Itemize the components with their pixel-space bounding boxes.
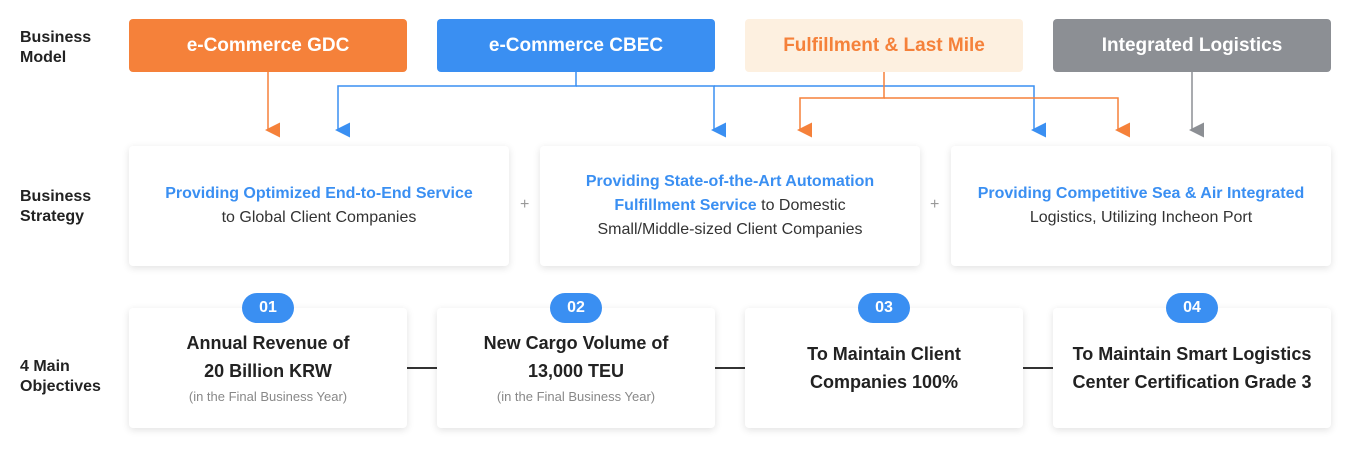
row-label-business-strategy: Business Strategy (20, 188, 92, 225)
objective-card-1: Annual Revenue of 20 Billion KRW (in the… (129, 308, 407, 428)
strategy-highlight: Providing Optimized End-to-End Service (165, 185, 473, 202)
strategy-text: to Global Client Companies (221, 209, 417, 226)
objective-title-line1: New Cargo Volume of (483, 333, 669, 353)
arrow-fulfillment-to-strategy3 (884, 97, 1130, 138)
strategy-highlight: Fulfillment Service (614, 197, 757, 214)
strategy-highlight: Providing State-of-the-Art Automation (585, 173, 875, 190)
arrow-cbec-to-strategy3 (714, 85, 1046, 138)
model-label: e-Commerce CBEC (488, 34, 664, 56)
model-label: Integrated Logistics (1101, 34, 1283, 56)
strategy-card-1: Providing Optimized End-to-End Service t… (129, 146, 509, 266)
strategy-text: Logistics, Utilizing Incheon Port (1029, 209, 1253, 226)
objective-connector (407, 367, 437, 369)
objective-number-badge: 03 (858, 293, 910, 323)
strategy-text: to Domestic (756, 197, 846, 214)
objective-note: (in the Final Business Year) (188, 389, 348, 404)
row-label-main-objectives: 4 Main Objectives (20, 358, 101, 395)
model-label: Fulfillment & Last Mile (783, 34, 985, 56)
objective-title-line1: Annual Revenue of (186, 333, 350, 353)
plus-sign: + (520, 196, 530, 213)
strategy-line-2: Fulfillment Service to Domestic (614, 194, 845, 218)
objective-connector (715, 367, 745, 369)
plus-sign: + (930, 196, 940, 213)
objective-card-4: To Maintain Smart Logistics Center Certi… (1053, 308, 1331, 428)
arrow-cbec-to-strategy2 (576, 85, 726, 138)
objective-number-badge: 01 (242, 293, 294, 323)
model-ecommerce-gdc: e-Commerce GDC (129, 19, 407, 72)
objective-title-line1: To Maintain Client (807, 344, 961, 364)
strategy-text: Small/Middle-sized Client Companies (597, 221, 863, 238)
objective-connector (1023, 367, 1053, 369)
model-integrated-logistics: Integrated Logistics (1053, 19, 1331, 72)
objective-title-line1: To Maintain Smart Logistics (1072, 344, 1312, 364)
strategy-highlight: Providing Competitive Sea & Air Integrat… (977, 185, 1305, 202)
strategy-card-3: Providing Competitive Sea & Air Integrat… (951, 146, 1331, 266)
model-label: e-Commerce GDC (186, 34, 350, 56)
strategy-card-2: Providing State-of-the-Art Automation Fu… (540, 146, 920, 266)
objective-number-badge: 02 (550, 293, 602, 323)
objective-title-line2: 13,000 TEU (527, 361, 625, 381)
objective-card-2: New Cargo Volume of 13,000 TEU (in the F… (437, 308, 715, 428)
model-fulfillment-last-mile: Fulfillment & Last Mile (745, 19, 1023, 72)
objective-number-badge: 04 (1166, 293, 1218, 323)
model-ecommerce-cbec: e-Commerce CBEC (437, 19, 715, 72)
objective-title-line2: 20 Billion KRW (204, 361, 332, 381)
objective-title-line2: Companies 100% (809, 372, 959, 392)
objective-card-3: To Maintain Client Companies 100% (745, 308, 1023, 428)
objective-note: (in the Final Business Year) (496, 389, 656, 404)
row-label-business-model: Business Model (20, 29, 92, 66)
arrow-cbec-trunk (335, 72, 577, 138)
objective-title-line2: Center Certification Grade 3 (1072, 372, 1312, 392)
arrow-fulfillment-to-strategy2 (797, 72, 885, 138)
